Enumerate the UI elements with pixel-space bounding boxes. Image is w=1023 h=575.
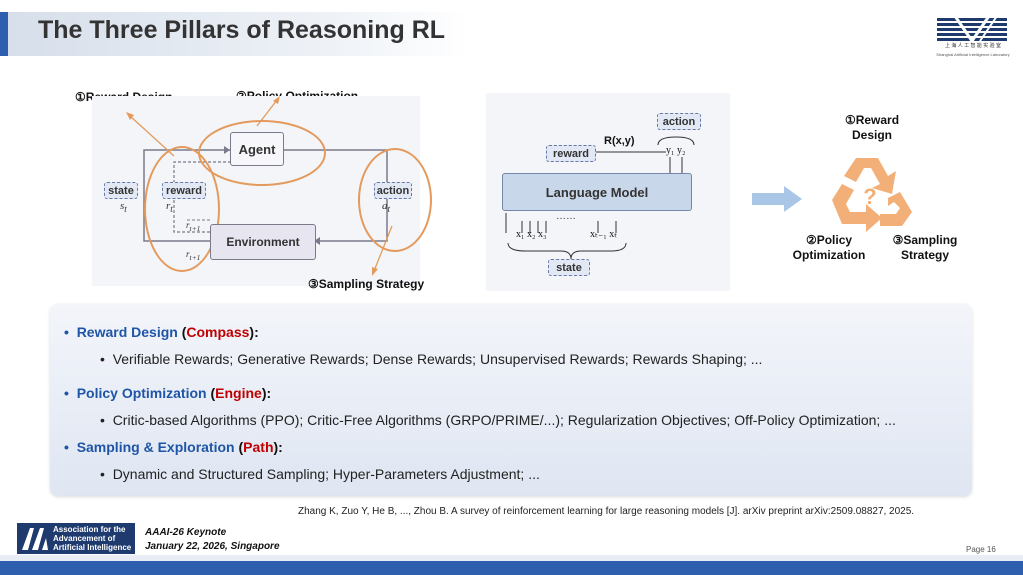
next-reward-symbol-b: rt+1 bbox=[186, 249, 201, 262]
question-mark: ? bbox=[863, 184, 876, 209]
bullet-dot: • bbox=[64, 439, 69, 455]
token-dots: …… bbox=[556, 211, 576, 222]
next-reward-symbol-a: rt+1 bbox=[186, 220, 201, 233]
input-tokens-tail: xₜ₋₁ xₜ bbox=[590, 229, 618, 240]
reward-tag: reward bbox=[162, 182, 206, 199]
output-tokens: y₁ y₂ bbox=[666, 145, 686, 156]
footer-strip bbox=[0, 555, 1023, 561]
fig2-action-tag: action bbox=[657, 113, 701, 130]
sampling-oval bbox=[358, 148, 432, 252]
agent-box: Agent bbox=[230, 132, 284, 166]
pillars-summary-box bbox=[50, 304, 972, 496]
environment-box: Environment bbox=[210, 224, 316, 260]
right-arrow-icon bbox=[752, 186, 802, 212]
recycle-icon: ? bbox=[832, 158, 912, 232]
bullet-reward-design: • Reward Design (Compass): bbox=[64, 324, 259, 340]
logo-subtext: Shanghai Artificial Intelligence Laborat… bbox=[936, 52, 1010, 57]
reward-function: R(x,y) bbox=[604, 135, 635, 147]
footer-bar bbox=[0, 561, 1023, 575]
bullet-dot: • bbox=[64, 385, 69, 401]
language-model-box: Language Model bbox=[502, 173, 692, 211]
keynote-info: AAAI-26 Keynote January 22, 2026, Singap… bbox=[145, 527, 280, 552]
title-bar bbox=[0, 12, 470, 56]
reward-symbol: rt bbox=[166, 200, 173, 215]
bullet-sampling-exploration: • Sampling & Exploration (Path): bbox=[64, 439, 283, 455]
action-symbol: at bbox=[382, 200, 391, 215]
citation: Zhang K, Zuo Y, He B, ..., Zhou B. A sur… bbox=[298, 506, 915, 517]
aaai-logo: Association for the Advancement of Artif… bbox=[17, 523, 135, 554]
state-tag: state bbox=[104, 182, 138, 199]
page-number: Page 16 bbox=[966, 545, 996, 554]
language-model-figure: action reward R(x,y) y₁ y₂ Language Mode… bbox=[486, 93, 730, 291]
title-accent bbox=[0, 12, 8, 56]
aaai-mark-icon bbox=[22, 528, 48, 550]
fig2-state-tag: state bbox=[548, 259, 590, 276]
agent-environment-figure: Agent Environment state reward action st… bbox=[92, 96, 432, 286]
page-title: The Three Pillars of Reasoning RL bbox=[38, 16, 446, 44]
bullet-policy-optimization-detail: • Critic-based Algorithms (PPO); Critic-… bbox=[100, 412, 896, 428]
bullet-sampling-exploration-detail: • Dynamic and Structured Sampling; Hyper… bbox=[100, 466, 540, 482]
state-symbol: st bbox=[120, 200, 127, 215]
bullet-policy-optimization: • Policy Optimization (Engine): bbox=[64, 385, 272, 401]
reward-oval bbox=[144, 146, 220, 272]
shanghai-ai-lab-logo bbox=[937, 16, 1007, 44]
fig2-reward-tag: reward bbox=[546, 145, 596, 162]
bullet-dot: • bbox=[64, 324, 69, 340]
input-tokens: x₁ x₂ x₃ bbox=[516, 229, 547, 240]
bullet-reward-design-detail: • Verifiable Rewards; Generative Rewards… bbox=[100, 351, 763, 367]
action-tag: action bbox=[374, 182, 412, 199]
fig1-label-sampling: ③Sampling Strategy bbox=[308, 277, 425, 291]
logo-text: 上 海 人 工 智 能 实 验 室 bbox=[944, 43, 1002, 49]
